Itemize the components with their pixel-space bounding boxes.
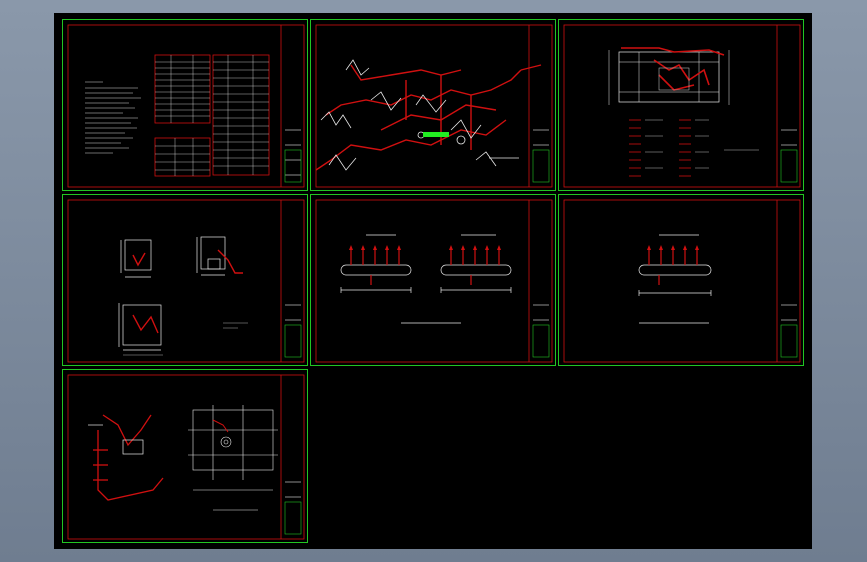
- drawing-sheet-2[interactable]: [310, 19, 556, 191]
- sheet-2-graphics: [315, 24, 553, 188]
- sheet-5-graphics: [315, 199, 553, 363]
- sheet-3-graphics: [563, 24, 801, 188]
- cad-drawing-canvas[interactable]: [54, 13, 812, 549]
- drawing-sheet-5[interactable]: [310, 194, 556, 366]
- drawing-sheet-3[interactable]: [558, 19, 804, 191]
- sheet-1-graphics: [67, 24, 305, 188]
- drawing-sheet-4[interactable]: [62, 194, 308, 366]
- drawing-sheet-1[interactable]: [62, 19, 308, 191]
- sheet-4-graphics: [67, 199, 305, 363]
- drawing-sheet-7[interactable]: [62, 369, 308, 543]
- sheet-7-graphics: [67, 374, 305, 540]
- drawing-sheet-6[interactable]: [558, 194, 804, 366]
- sheet-6-graphics: [563, 199, 801, 363]
